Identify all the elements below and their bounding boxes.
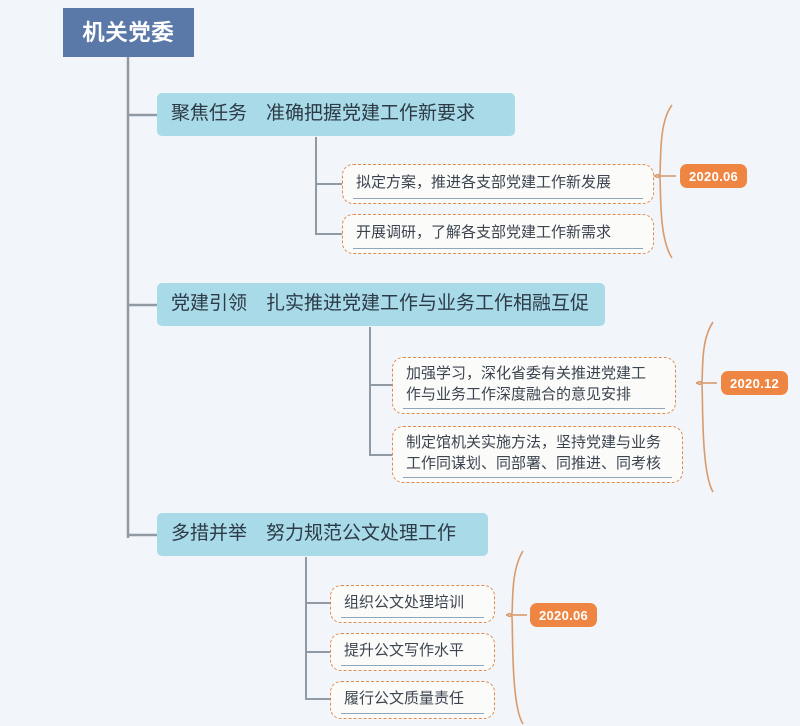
sub-item-1-1-label: 拟定方案，推进各支部党建工作新发展 [356, 173, 612, 191]
sub-item-2-1-label: 加强学习，深化省委有关推进党建工 作与业务工作深度融合的意见安排 [406, 364, 647, 403]
sub-item-underline [341, 664, 484, 666]
branch-node-2-label: 党建引领 扎实推进党建工作与业务工作相融互促 [171, 293, 590, 315]
sub-item-2-2[interactable]: 制定馆机关实施方法，坚持党建与业务 工作同谋划、同部署、同推进、同考核 [392, 426, 683, 483]
sub-item-underline [403, 476, 672, 478]
date-badge-3-label: 2020.06 [539, 607, 589, 623]
sub-item-3-2-label: 提升公文写作水平 [344, 641, 465, 659]
sub-item-underline [341, 616, 484, 618]
branch-node-3[interactable]: 多措并举 努力规范公文处理工作 [157, 513, 488, 556]
sub-item-1-2[interactable]: 开展调研，了解各支部党建工作新需求 [342, 214, 654, 254]
sub-item-1-2-label: 开展调研，了解各支部党建工作新需求 [356, 223, 612, 241]
sub-item-3-2[interactable]: 提升公文写作水平 [330, 633, 495, 671]
date-badge-1[interactable]: 2020.06 [680, 164, 748, 188]
date-badge-2[interactable]: 2020.12 [721, 371, 789, 395]
sub-item-underline [341, 712, 484, 714]
branch-node-1[interactable]: 聚焦任务 准确把握党建工作新要求 [157, 93, 515, 136]
date-badge-3[interactable]: 2020.06 [530, 603, 598, 627]
root-node-label: 机关党委 [82, 19, 175, 45]
sub-item-underline [403, 407, 665, 409]
sub-item-2-2-label: 制定馆机关实施方法，坚持党建与业务 工作同谋划、同部署、同推进、同考核 [406, 433, 662, 472]
sub-item-1-1[interactable]: 拟定方案，推进各支部党建工作新发展 [342, 164, 654, 204]
sub-item-3-3[interactable]: 履行公文质量责任 [330, 681, 495, 719]
branch-node-3-label: 多措并举 努力规范公文处理工作 [171, 523, 457, 545]
sub-item-underline [353, 247, 643, 249]
date-badge-1-label: 2020.06 [689, 168, 739, 184]
date-badge-2-label: 2020.12 [730, 375, 780, 391]
sub-item-3-1-label: 组织公文处理培训 [344, 593, 465, 611]
branch-node-1-label: 聚焦任务 准确把握党建工作新要求 [171, 103, 476, 125]
sub-item-3-1[interactable]: 组织公文处理培训 [330, 585, 495, 623]
sub-item-underline [353, 197, 643, 199]
branch-node-2[interactable]: 党建引领 扎实推进党建工作与业务工作相融互促 [157, 283, 605, 326]
root-node[interactable]: 机关党委 [63, 8, 194, 57]
sub-item-2-1[interactable]: 加强学习，深化省委有关推进党建工 作与业务工作深度融合的意见安排 [392, 357, 676, 414]
sub-item-3-3-label: 履行公文质量责任 [344, 689, 465, 707]
